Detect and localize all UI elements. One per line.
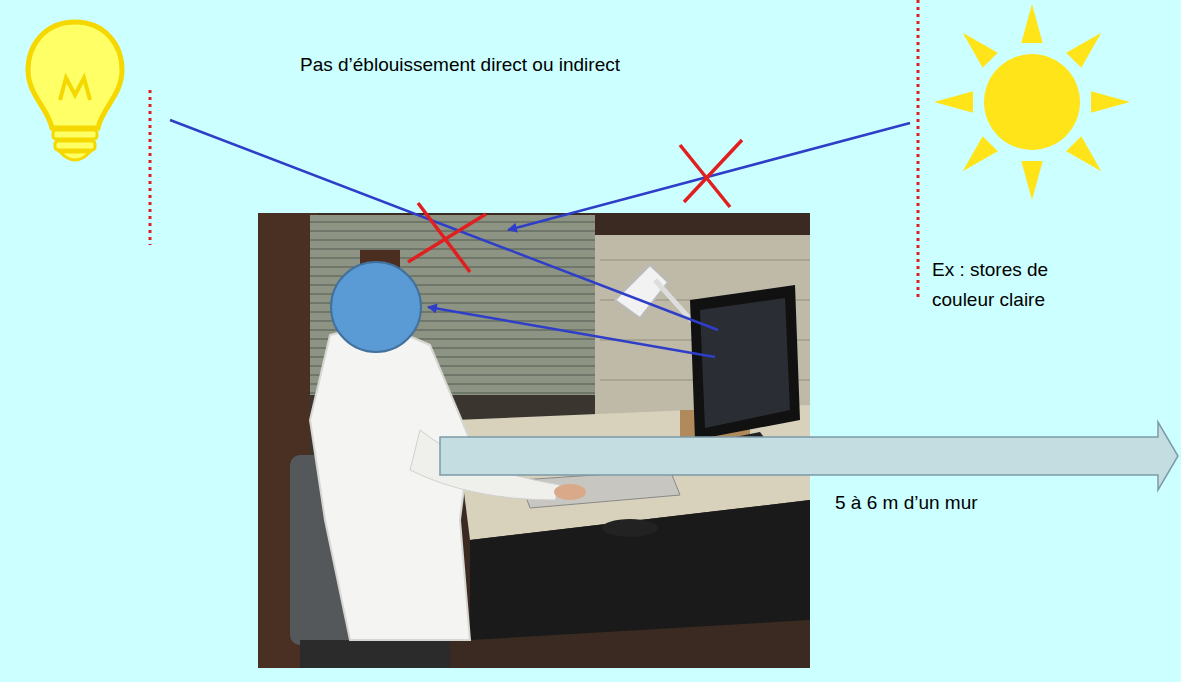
blind-line xyxy=(917,0,920,300)
distance-arrow xyxy=(440,422,1178,490)
note: Ex : stores de couleur claire xyxy=(932,255,1077,316)
sun-ray xyxy=(1021,4,1042,43)
blind-slat xyxy=(310,221,595,223)
sun-ray xyxy=(1021,161,1042,200)
screen-line xyxy=(149,90,152,245)
light-bulb xyxy=(28,22,122,160)
sun-ray xyxy=(934,91,973,112)
sun-ray xyxy=(963,136,998,171)
blind-slat xyxy=(310,230,595,232)
sun-ray xyxy=(1066,33,1101,68)
sun-ray xyxy=(963,33,998,68)
sun-ray xyxy=(1066,136,1101,171)
title: Pas d’éblouissement direct ou indirect xyxy=(300,50,620,80)
blind-slat xyxy=(310,239,595,241)
cross-mark xyxy=(408,140,742,272)
light-rays xyxy=(170,120,910,357)
sun xyxy=(934,4,1130,200)
blind-slat xyxy=(310,257,595,259)
dimension-label: 5 à 6 m d’un mur xyxy=(835,488,978,518)
sun-ray xyxy=(1091,91,1130,112)
